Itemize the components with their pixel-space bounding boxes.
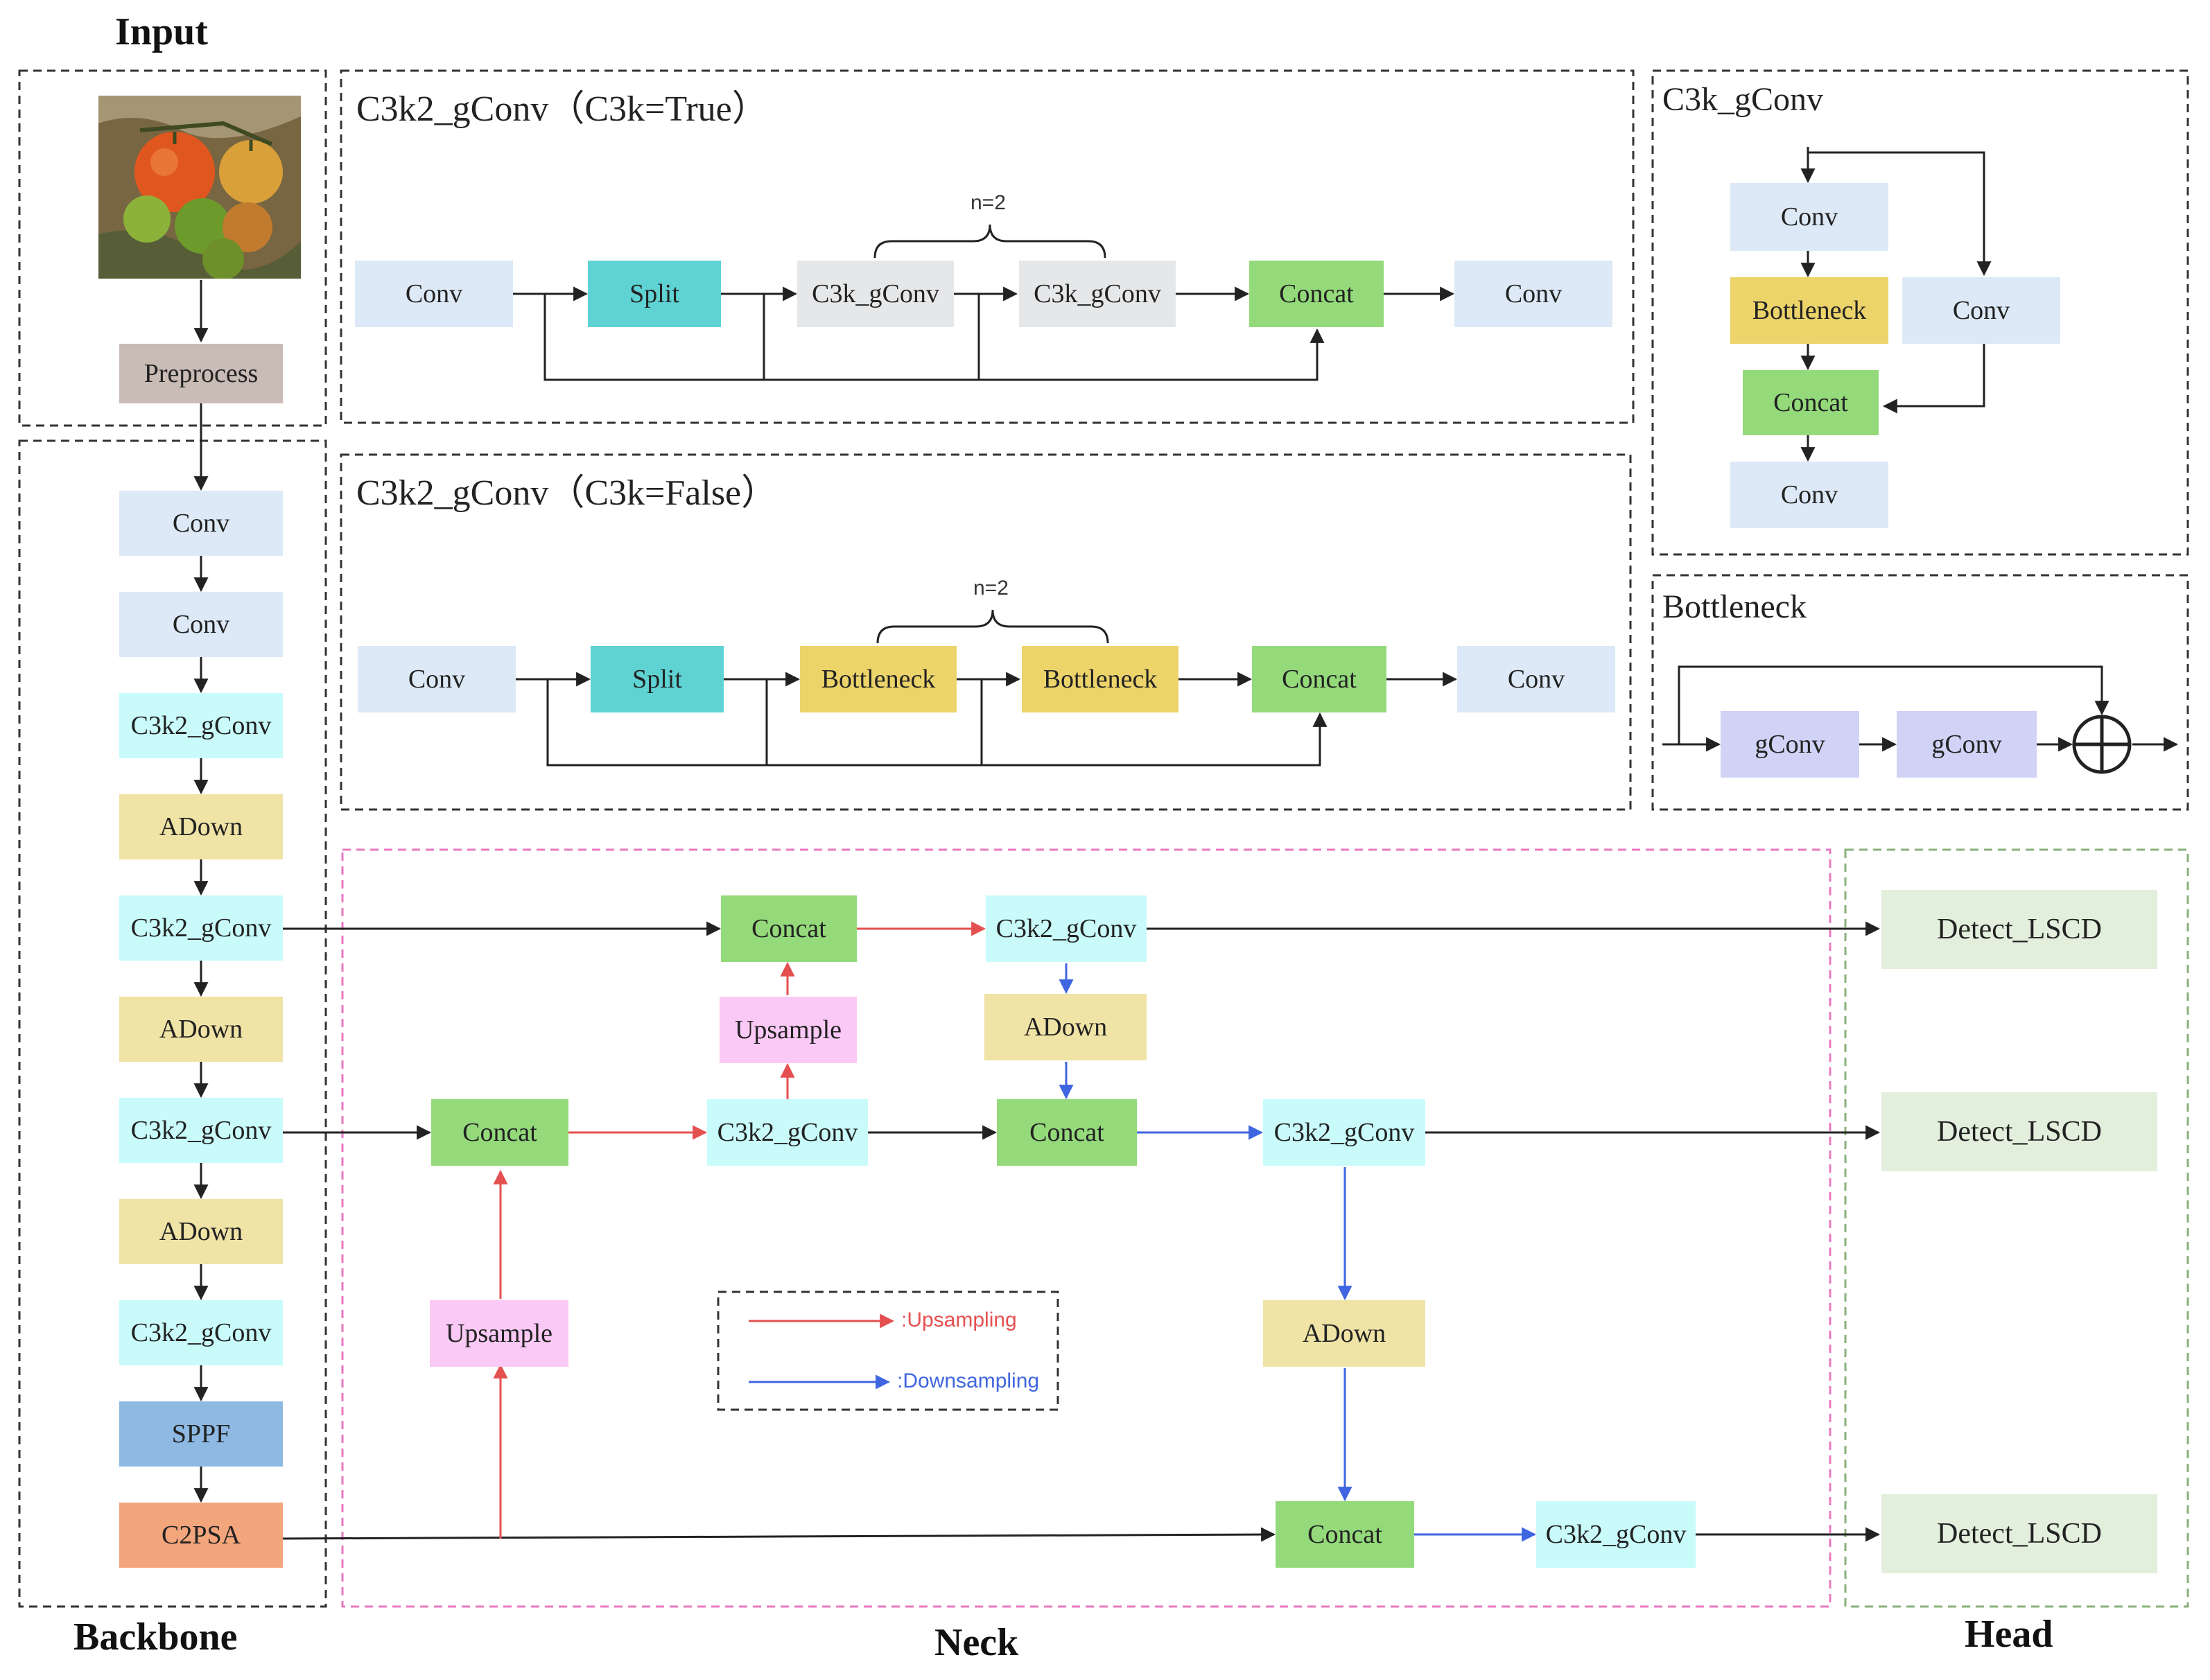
backbone-adown-1: ADown bbox=[119, 794, 283, 859]
input-label: Input bbox=[115, 10, 208, 53]
backbone-conv-2: Conv bbox=[119, 592, 283, 657]
c3k2-true-c3k-2: C3k_gConv bbox=[1019, 261, 1176, 327]
neck-upsample-low: Upsample bbox=[430, 1300, 568, 1367]
neck-mid-concat-left: Concat bbox=[431, 1099, 568, 1166]
bottleneck-panel bbox=[1651, 574, 2189, 811]
backbone-c3k2-1: C3k2_gConv bbox=[119, 693, 283, 758]
panel-borders bbox=[18, 69, 2189, 1608]
neck-adown-mid: ADown bbox=[984, 994, 1147, 1060]
backbone-sppf: SPPF bbox=[119, 1401, 283, 1467]
legend-panel bbox=[717, 1290, 1059, 1411]
backbone-adown-2: ADown bbox=[119, 997, 283, 1062]
c3k-title: C3k_gConv bbox=[1662, 81, 1824, 118]
backbone-panel bbox=[18, 439, 327, 1608]
legend-downsampling: :Downsampling bbox=[897, 1370, 1040, 1392]
neck-bot-c3k2: C3k2_gConv bbox=[1536, 1501, 1696, 1568]
c3k-conv-bottom: Conv bbox=[1730, 462, 1888, 528]
c3k-concat: Concat bbox=[1743, 370, 1879, 435]
c3k-conv-top: Conv bbox=[1730, 183, 1888, 251]
c3k2-true-n: n=2 bbox=[971, 191, 1006, 214]
c3k2-true-concat: Concat bbox=[1249, 261, 1384, 327]
neck-bot-concat: Concat bbox=[1276, 1501, 1414, 1568]
c3k2-false-concat: Concat bbox=[1252, 646, 1386, 712]
backbone-c3k2-4: C3k2_gConv bbox=[119, 1300, 283, 1365]
head-detect-3: Detect_LSCD bbox=[1881, 1494, 2157, 1573]
c3k-conv-side: Conv bbox=[1902, 277, 2060, 344]
neck-adown-low: ADown bbox=[1263, 1300, 1425, 1367]
head-panel bbox=[1844, 848, 2189, 1608]
c3k2-false-bottleneck-2: Bottleneck bbox=[1022, 646, 1178, 712]
neck-mid-c3k2-right: C3k2_gConv bbox=[1263, 1099, 1425, 1166]
c3k2-true-c3k-1: C3k_gConv bbox=[797, 261, 954, 327]
head-detect-1: Detect_LSCD bbox=[1881, 890, 2157, 969]
legend-upsampling: :Upsampling bbox=[901, 1309, 1017, 1331]
c3k2-true-split: Split bbox=[588, 261, 721, 327]
neck-top-concat: Concat bbox=[721, 895, 857, 962]
neck-upsample-mid: Upsample bbox=[720, 997, 857, 1063]
neck-top-c3k2: C3k2_gConv bbox=[986, 895, 1147, 962]
c3k2-true-conv-in: Conv bbox=[355, 261, 513, 327]
c3k2-true-title: C3k2_gConv（C3k=True） bbox=[356, 89, 768, 129]
backbone-adown-3: ADown bbox=[119, 1199, 283, 1264]
head-detect-2: Detect_LSCD bbox=[1881, 1092, 2157, 1171]
neck-panel bbox=[341, 848, 1831, 1608]
c3k2-false-bottleneck-1: Bottleneck bbox=[800, 646, 957, 712]
preprocess-block: Preprocess bbox=[119, 344, 283, 403]
bottleneck-gconv-2: gConv bbox=[1897, 711, 2037, 778]
bottleneck-title: Bottleneck bbox=[1662, 588, 1807, 625]
backbone-c2psa: C2PSA bbox=[119, 1503, 283, 1568]
head-label: Head bbox=[1965, 1613, 2053, 1656]
c3k2-false-title: C3k2_gConv（C3k=False） bbox=[356, 473, 778, 513]
neck-mid-concat-right: Concat bbox=[997, 1099, 1137, 1166]
input-panel bbox=[18, 69, 327, 427]
backbone-label: Backbone bbox=[73, 1616, 238, 1659]
c3k-panel bbox=[1651, 69, 2189, 556]
backbone-c3k2-3: C3k2_gConv bbox=[119, 1098, 283, 1163]
backbone-c3k2-2: C3k2_gConv bbox=[119, 895, 283, 961]
c3k2-true-conv-out: Conv bbox=[1454, 261, 1612, 327]
c3k2-false-conv-out: Conv bbox=[1457, 646, 1615, 712]
tomato-illustration bbox=[98, 96, 301, 279]
neck-mid-c3k2: C3k2_gConv bbox=[707, 1099, 868, 1166]
neck-label: Neck bbox=[934, 1621, 1019, 1664]
c3k-bottleneck: Bottleneck bbox=[1730, 277, 1888, 344]
c3k2-true-panel bbox=[340, 69, 1635, 424]
tomato-image bbox=[98, 96, 301, 279]
backbone-conv-1: Conv bbox=[119, 491, 283, 556]
c3k2-false-n: n=2 bbox=[973, 577, 1009, 600]
c3k2-false-panel bbox=[340, 453, 1632, 811]
bottleneck-gconv-1: gConv bbox=[1721, 711, 1859, 778]
c3k2-false-split: Split bbox=[591, 646, 724, 712]
c3k2-false-conv-in: Conv bbox=[358, 646, 516, 712]
